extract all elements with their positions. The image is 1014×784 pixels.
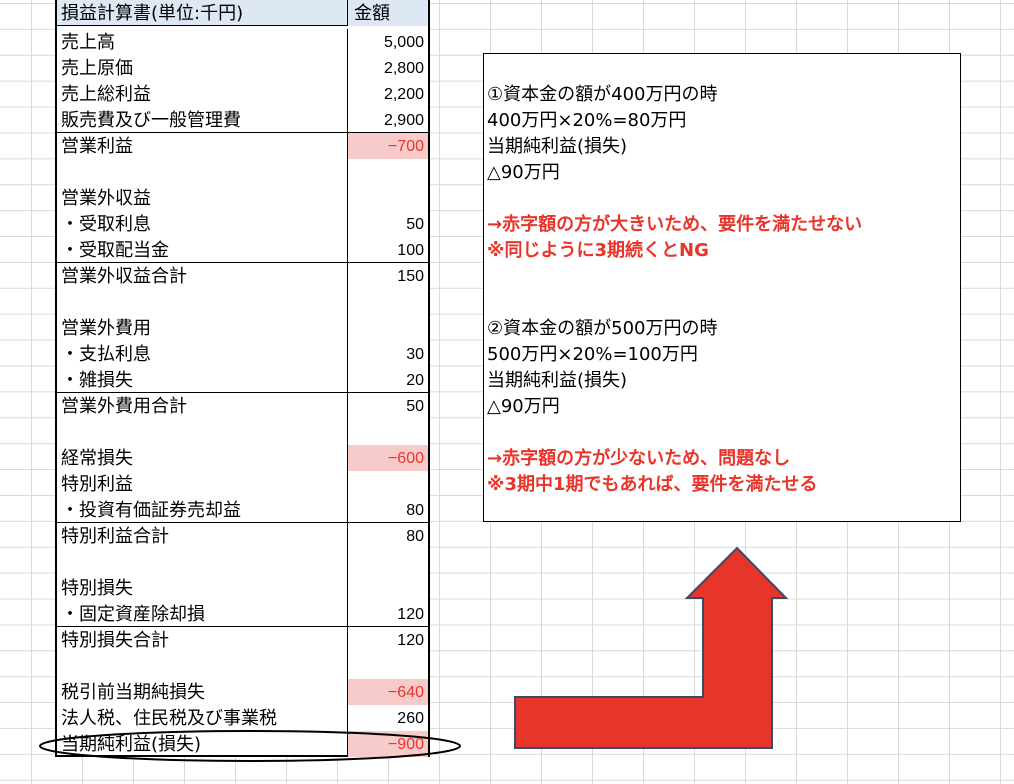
table-row: 売上総利益 2,200 — [57, 81, 428, 107]
table-row — [57, 159, 428, 185]
table-row: 特別損失 — [57, 575, 428, 601]
row-label: 販売費及び一般管理費 — [61, 110, 241, 131]
row-value: 2,200 — [383, 86, 424, 103]
row-value: −700 — [387, 138, 424, 155]
row-value: 2,900 — [383, 112, 424, 129]
case1-warning: ※同じように3期続くとNG — [487, 240, 709, 261]
net-loss-highlight-ellipse — [39, 730, 461, 762]
case1-title: ①資本金の額が400万円の時 — [487, 84, 718, 105]
table-row: 営業外収益 — [57, 185, 428, 211]
table-row — [57, 549, 428, 575]
table-row: ・雑損失 20 — [57, 367, 428, 393]
table-header: 損益計算書(単位:千円) 金額 — [57, 0, 428, 26]
header-label: 損益計算書(単位:千円) — [61, 3, 244, 24]
row-value: −640 — [387, 684, 424, 701]
row-label: 税引前当期純損失 — [61, 682, 205, 703]
table-row-loss: 営業利益 −700 — [57, 133, 428, 159]
case2-result: →赤字額の方が少ないため、問題なし — [487, 448, 791, 469]
row-value: 100 — [397, 242, 424, 259]
row-value: 80 — [406, 528, 424, 545]
table-row: 営業外費用 — [57, 315, 428, 341]
row-label: 特別損失合計 — [61, 630, 169, 651]
table-row: 営業外費用合計 50 — [57, 393, 428, 419]
case1-calculation: 400万円×20%=80万円 — [487, 110, 687, 131]
row-label: 法人税、住民税及び事業税 — [61, 708, 277, 729]
row-label: ・支払利息 — [61, 344, 151, 365]
table-row: ・固定資産除却損 120 — [57, 601, 428, 627]
row-value: 50 — [406, 398, 424, 415]
header-value: 金額 — [354, 3, 390, 24]
row-label: ・受取配当金 — [61, 240, 169, 261]
row-value: −600 — [387, 450, 424, 467]
table-row — [57, 653, 428, 679]
row-value: 30 — [406, 346, 424, 363]
table-row: 売上原価 2,800 — [57, 55, 428, 81]
explanation-box: ①資本金の額が400万円の時 400万円×20%=80万円 当期純利益(損失) … — [483, 53, 961, 522]
table-row: ・支払利息 30 — [57, 341, 428, 367]
row-value: 2,800 — [383, 60, 424, 77]
table-row: 法人税、住民税及び事業税 260 — [57, 705, 428, 731]
row-label: 営業外費用合計 — [61, 396, 187, 417]
table-row-loss: 経常損失 −600 — [57, 445, 428, 471]
table-row: 売上高 5,000 — [57, 29, 428, 55]
case2-profit-value: △90万円 — [487, 396, 560, 417]
table-row: 営業外収益合計 150 — [57, 263, 428, 289]
row-value: 80 — [406, 502, 424, 519]
row-label: ・雑損失 — [61, 370, 133, 391]
row-value: 5,000 — [383, 34, 424, 51]
case2-profit-label: 当期純利益(損失) — [487, 370, 628, 391]
case1-profit-label: 当期純利益(損失) — [487, 136, 628, 157]
table-row: 特別損失合計 120 — [57, 627, 428, 653]
table-row-loss: 税引前当期純損失 −640 — [57, 679, 428, 705]
row-label: 特別利益合計 — [61, 526, 169, 547]
table-row: 特別利益 — [57, 471, 428, 497]
case2-warning: ※3期中1期でもあれば、要件を満たせる — [487, 474, 818, 495]
case1-result: →赤字額の方が大きいため、要件を満たせない — [487, 214, 863, 235]
row-label: 売上原価 — [61, 58, 133, 79]
row-label: 営業外収益合計 — [61, 266, 187, 287]
case1-profit-value: △90万円 — [487, 162, 560, 183]
row-label: ・投資有価証券売却益 — [61, 500, 241, 521]
row-label: 営業外費用 — [61, 318, 151, 339]
row-value: 150 — [397, 268, 424, 285]
table-row: ・投資有価証券売却益 80 — [57, 497, 428, 523]
row-value: 120 — [397, 632, 424, 649]
case2-calculation: 500万円×20%=100万円 — [487, 344, 698, 365]
table-row: ・受取利息 50 — [57, 211, 428, 237]
table-row: ・受取配当金 100 — [57, 237, 428, 263]
row-label: 売上高 — [61, 32, 115, 53]
row-label: ・固定資産除却損 — [61, 604, 205, 625]
red-up-arrow — [514, 546, 789, 749]
row-label: 営業外収益 — [61, 188, 151, 209]
case2-title: ②資本金の額が500万円の時 — [487, 318, 718, 339]
table-row: 販売費及び一般管理費 2,900 — [57, 107, 428, 133]
row-value: 260 — [397, 710, 424, 727]
row-label: 経常損失 — [61, 448, 133, 469]
row-value: 50 — [406, 216, 424, 233]
row-label: 営業利益 — [61, 136, 133, 157]
row-label: 特別損失 — [61, 578, 133, 599]
row-value: −900 — [387, 736, 424, 753]
table-row: 特別利益合計 80 — [57, 523, 428, 549]
row-label: 当期純利益(損失) — [61, 734, 202, 755]
table-row — [57, 419, 428, 445]
row-value: 20 — [406, 372, 424, 389]
income-statement-table: 損益計算書(単位:千円) 金額 売上高 5,000 売上原価 2,800 売上総… — [55, 0, 430, 757]
row-label: 特別利益 — [61, 474, 133, 495]
row-label: 売上総利益 — [61, 84, 151, 105]
row-label: ・受取利息 — [61, 214, 151, 235]
row-value: 120 — [397, 606, 424, 623]
table-row — [57, 289, 428, 315]
